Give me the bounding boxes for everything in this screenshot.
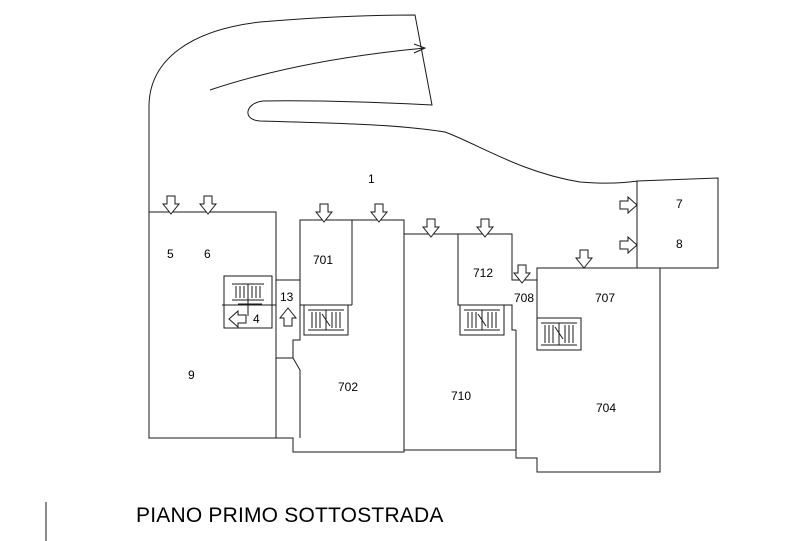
arrow-down-icon (161, 195, 181, 215)
unit-label-704: 704 (596, 401, 616, 415)
arrow-down-icon (369, 203, 389, 223)
unit-label-8: 8 (676, 237, 683, 251)
unit-label-701: 701 (313, 253, 333, 267)
staircase-icon (536, 317, 582, 351)
unit-label-710: 710 (451, 389, 471, 403)
unit-label-7: 7 (676, 197, 683, 211)
access-ramp (148, 14, 639, 212)
unit-label-6: 6 (204, 247, 211, 261)
staircase-icon (459, 304, 505, 336)
arrow-down-icon (512, 264, 532, 284)
arrow-right-icon (619, 195, 638, 215)
staircase-icon (223, 275, 273, 329)
unit-label-707: 707 (595, 291, 615, 305)
unit-label-5: 5 (167, 247, 174, 261)
unit-label-712: 712 (473, 266, 493, 280)
arrow-right-icon (619, 235, 638, 255)
unit-label-9: 9 (188, 368, 195, 382)
unit-label-4: 4 (253, 312, 260, 326)
arrow-down-icon (574, 249, 594, 269)
staircase-icon (303, 304, 349, 336)
arrow-down-icon (475, 218, 495, 238)
arrow-up-icon (278, 307, 298, 327)
drawing-title: PIANO PRIMO SOTTOSTRADA (136, 504, 444, 527)
arrow-down-icon (421, 218, 441, 238)
unit-label-13: 13 (280, 290, 294, 304)
arrow-down-icon (198, 195, 218, 215)
unit-label-702: 702 (338, 380, 358, 394)
unit-label-1: 1 (368, 172, 375, 186)
arrow-down-icon (314, 203, 334, 223)
unit-label-708: 708 (514, 291, 534, 305)
arrow-left-icon (228, 309, 247, 329)
